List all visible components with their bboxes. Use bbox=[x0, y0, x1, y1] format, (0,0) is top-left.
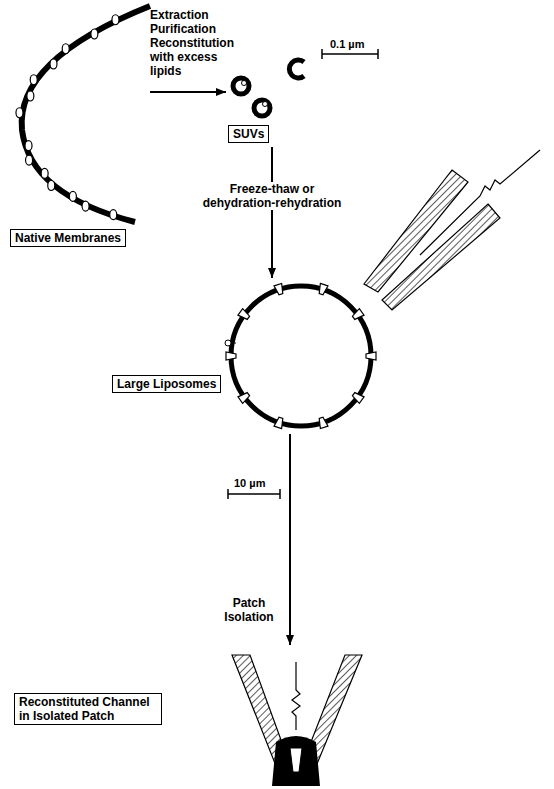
drawing-stroke bbox=[231, 343, 236, 344]
drawing-stroke bbox=[238, 309, 251, 321]
large-liposome bbox=[225, 283, 376, 428]
box-label: Reconstituted Channel in Isolated Patch bbox=[14, 693, 162, 725]
drawing-stroke bbox=[351, 309, 364, 321]
scale-label: 10 µm bbox=[234, 477, 265, 490]
drawing-stroke bbox=[263, 102, 268, 107]
native-membrane bbox=[22, 6, 150, 222]
drawing-stroke bbox=[242, 81, 247, 86]
drawing-stroke bbox=[317, 283, 328, 295]
drawing-stroke bbox=[228, 493, 280, 495]
drawing-stroke bbox=[366, 352, 376, 360]
step-label: Patch Isolation bbox=[216, 596, 282, 624]
drawing-stroke bbox=[112, 15, 119, 25]
step-label: Freeze-thaw or dehydration-rehydration bbox=[192, 182, 352, 210]
drawing-stroke bbox=[377, 49, 379, 59]
drawing-stroke bbox=[322, 53, 378, 55]
drawing-stroke bbox=[30, 75, 37, 85]
small-vesicles bbox=[233, 60, 304, 116]
process-arrow bbox=[271, 147, 273, 278]
drawing-stroke bbox=[226, 352, 236, 360]
box-label: SUVs bbox=[228, 125, 269, 143]
liposome-panel: Large Liposomes bbox=[112, 278, 377, 434]
box-label: Native Membranes bbox=[10, 229, 126, 247]
patch-panel: Reconstituted Channel in Isolated Patch bbox=[10, 645, 355, 785]
patch-pipette bbox=[364, 150, 540, 310]
scale-bar bbox=[322, 49, 378, 59]
drawing-stroke bbox=[62, 44, 69, 54]
drawing-stroke bbox=[231, 286, 371, 426]
drawing-stroke bbox=[317, 417, 328, 429]
drawing-stroke bbox=[233, 78, 249, 94]
drawing-stroke bbox=[48, 181, 55, 191]
step-label: Extraction Purification Reconstitution w… bbox=[150, 8, 230, 78]
drawing-stroke bbox=[420, 150, 540, 255]
drawing-stroke bbox=[290, 748, 302, 772]
drawing-stroke bbox=[69, 191, 76, 201]
drawing-stroke bbox=[292, 662, 300, 730]
drawing-stroke bbox=[22, 6, 150, 222]
drawing-stroke bbox=[91, 29, 98, 39]
drawing-stroke bbox=[26, 155, 33, 165]
box-label: Large Liposomes bbox=[112, 375, 221, 393]
drawing-stroke bbox=[382, 204, 500, 310]
drawing-stroke bbox=[16, 108, 23, 118]
drawing-stroke bbox=[225, 340, 231, 346]
drawing-stroke bbox=[27, 91, 34, 101]
drawing-stroke bbox=[227, 489, 229, 499]
drawing-stroke bbox=[272, 736, 320, 786]
process-arrow bbox=[150, 91, 226, 93]
membrane-protein bbox=[16, 15, 119, 220]
vesicle-panel: SUVs bbox=[226, 55, 321, 147]
drawing-stroke bbox=[321, 49, 323, 59]
isolated-patch bbox=[232, 655, 362, 786]
drawing-stroke bbox=[279, 489, 281, 499]
drawing-stroke bbox=[254, 100, 270, 116]
drawing-stroke bbox=[41, 168, 48, 178]
scale-label: 0.1 µm bbox=[330, 38, 364, 51]
process-arrow bbox=[289, 434, 291, 645]
membrane-panel: Native Membranes bbox=[5, 3, 150, 258]
drawing-stroke bbox=[238, 391, 251, 403]
scale-bar bbox=[228, 489, 280, 499]
drawing-stroke bbox=[110, 210, 117, 220]
drawing-stroke bbox=[274, 417, 285, 429]
drawing-stroke bbox=[351, 391, 364, 403]
drawing-stroke bbox=[25, 141, 32, 151]
drawing-stroke bbox=[289, 60, 304, 78]
drawing-stroke bbox=[50, 59, 57, 69]
membrane-protein bbox=[226, 283, 376, 428]
drawing-stroke bbox=[274, 283, 285, 295]
drawing-stroke bbox=[82, 201, 89, 211]
